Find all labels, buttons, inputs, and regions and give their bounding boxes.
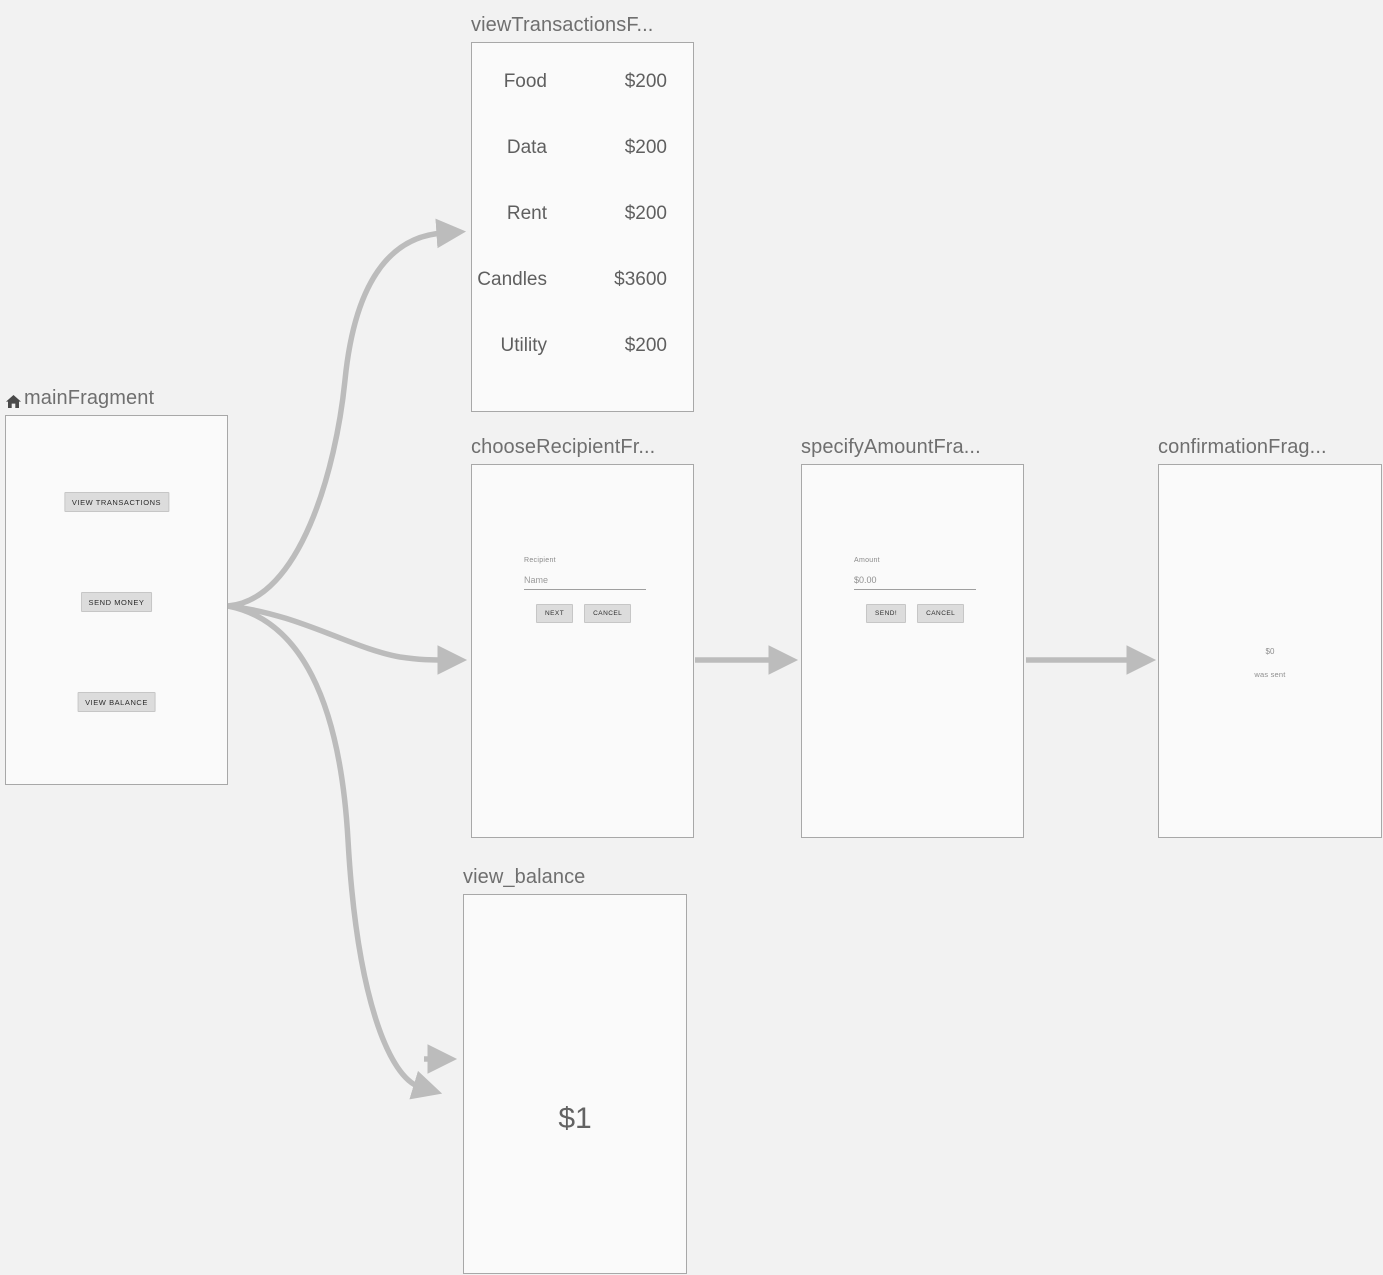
amount-form: Amount $0.00 SEND! CANCEL [854,557,984,623]
transaction-amount: $200 [624,137,667,158]
confirmation-amount: $0 [1265,647,1275,656]
view-balance-preview[interactable]: $1 [463,894,687,1274]
view-balance-button[interactable]: VIEW BALANCE [77,692,156,712]
transaction-label: Rent [506,203,547,224]
home-icon [5,391,22,408]
node-title-confirmation: confirmationFrag... [1158,436,1327,458]
edge-main-to-recipient [227,603,468,675]
cancel-button[interactable]: CANCEL [917,604,965,623]
recipient-field-label: Recipient [524,557,556,564]
transaction-amount: $200 [624,335,667,356]
edge-main-to-balance [227,603,443,1100]
main-fragment-preview[interactable]: VIEW TRANSACTIONS SEND MONEY VIEW BALANC… [5,415,228,785]
node-confirmation-fragment[interactable]: confirmationFrag... $0 was sent [1158,434,1382,838]
confirmation-status-text: was sent [1254,670,1286,679]
node-choose-recipient-fragment[interactable]: chooseRecipientFr... Recipient Name NEXT… [471,434,694,838]
confirmation-message-block: $0 was sent [1159,647,1381,679]
recipient-button-row: NEXT CANCEL [524,604,654,623]
send-button[interactable]: SEND! [866,604,907,623]
transactions-list: Food $200 Data $200 Rent $200 Candles $3… [472,71,693,401]
transaction-amount: $3600 [614,269,667,290]
node-main-fragment[interactable]: mainFragment VIEW TRANSACTIONS SEND MONE… [5,385,228,785]
balance-amount: $1 [558,1102,592,1135]
transaction-amount: $200 [624,203,667,224]
node-title-specify-amount: specifyAmountFra... [801,436,981,458]
amount-input[interactable]: $0.00 [854,575,976,590]
recipient-name-input[interactable]: Name [524,575,646,590]
choose-recipient-preview[interactable]: Recipient Name NEXT CANCEL [471,464,694,838]
transaction-label: Candles [477,269,547,290]
view-transactions-preview[interactable]: Food $200 Data $200 Rent $200 Candles $3… [471,42,694,412]
table-row: Candles $3600 [472,269,693,335]
confirmation-preview[interactable]: $0 was sent [1158,464,1382,838]
next-button[interactable]: NEXT [536,604,574,623]
node-view-balance[interactable]: view_balance $1 [463,864,687,1274]
node-title-transactions: viewTransactionsF... [471,14,654,36]
edge-main-to-transactions [227,218,467,609]
node-title-choose-recipient: chooseRecipientFr... [471,436,656,458]
node-view-transactions-fragment[interactable]: viewTransactionsF... Food $200 Data $200… [471,12,694,412]
transaction-label: Food [503,71,547,92]
transaction-amount: $200 [624,71,667,92]
node-title-main: mainFragment [5,385,228,411]
table-row: Utility $200 [472,335,693,401]
table-row: Data $200 [472,137,693,203]
amount-button-row: SEND! CANCEL [854,604,984,623]
amount-field-label: Amount [854,557,880,564]
specify-amount-preview[interactable]: Amount $0.00 SEND! CANCEL [801,464,1024,838]
transaction-label: Utility [500,335,547,356]
cancel-button[interactable]: CANCEL [584,604,632,623]
recipient-form: Recipient Name NEXT CANCEL [524,557,654,623]
table-row: Rent $200 [472,203,693,269]
view-transactions-button[interactable]: VIEW TRANSACTIONS [63,492,170,512]
send-money-button[interactable]: SEND MONEY [80,592,153,612]
table-row: Food $200 [472,71,693,137]
node-title-main-text: mainFragment [24,387,155,409]
transaction-label: Data [506,137,547,158]
node-title-view-balance: view_balance [463,866,586,888]
node-specify-amount-fragment[interactable]: specifyAmountFra... Amount $0.00 SEND! C… [801,434,1024,838]
